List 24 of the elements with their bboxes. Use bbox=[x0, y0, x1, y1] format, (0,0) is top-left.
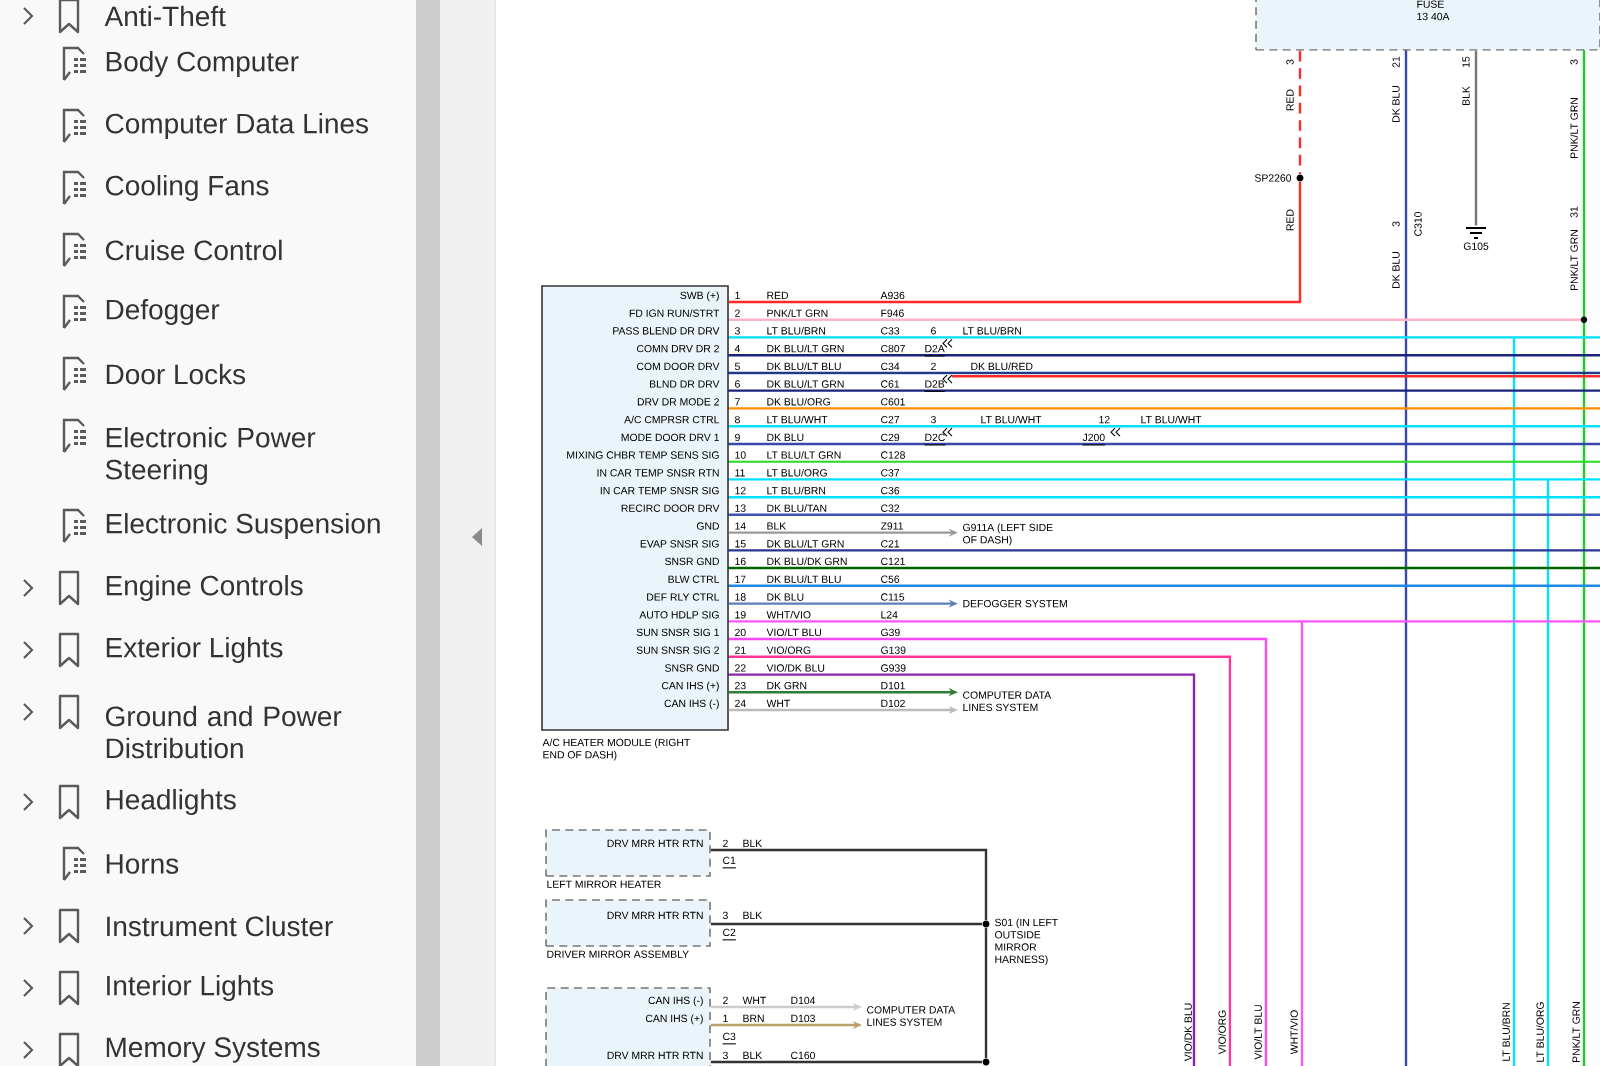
bookmark-item: Anti-Theft bbox=[104, 5, 226, 27]
wire bbox=[984, 928, 988, 1058]
wire bbox=[710, 848, 988, 920]
bookmark-item: Engine Controls bbox=[106, 574, 303, 602]
bookmark-item: Headlights bbox=[106, 788, 236, 816]
bookmark-item: Cooling Fans bbox=[105, 174, 269, 202]
bookmark-item: Door Locks bbox=[106, 363, 246, 385]
bookmark-item: Defogger bbox=[106, 299, 220, 326]
wire bbox=[710, 922, 982, 926]
wire bbox=[710, 1060, 982, 1064]
bookmark-item: Electronic Suspension bbox=[106, 512, 380, 540]
bookmark-item: Ground and Power Distribution bbox=[105, 705, 342, 759]
bookmark-item: Memory Systems bbox=[106, 1037, 320, 1063]
bookmark-item: Horns bbox=[106, 854, 179, 874]
bookmark-item: Interior Lights bbox=[107, 974, 274, 1002]
bookmark-item: Electronic Power Steering bbox=[105, 426, 316, 486]
bookmark-item: Cruise Control bbox=[105, 239, 282, 261]
bookmark-item: Computer Data Lines bbox=[105, 112, 368, 140]
wire bbox=[1298, 50, 1302, 174]
bookmark-item: Exterior Lights bbox=[106, 636, 283, 664]
bookmark-item: Instrument Cluster bbox=[107, 915, 333, 937]
bookmark-item: Body Computer bbox=[106, 50, 299, 78]
wire bbox=[728, 182, 1302, 304]
wire bbox=[1474, 50, 1478, 226]
